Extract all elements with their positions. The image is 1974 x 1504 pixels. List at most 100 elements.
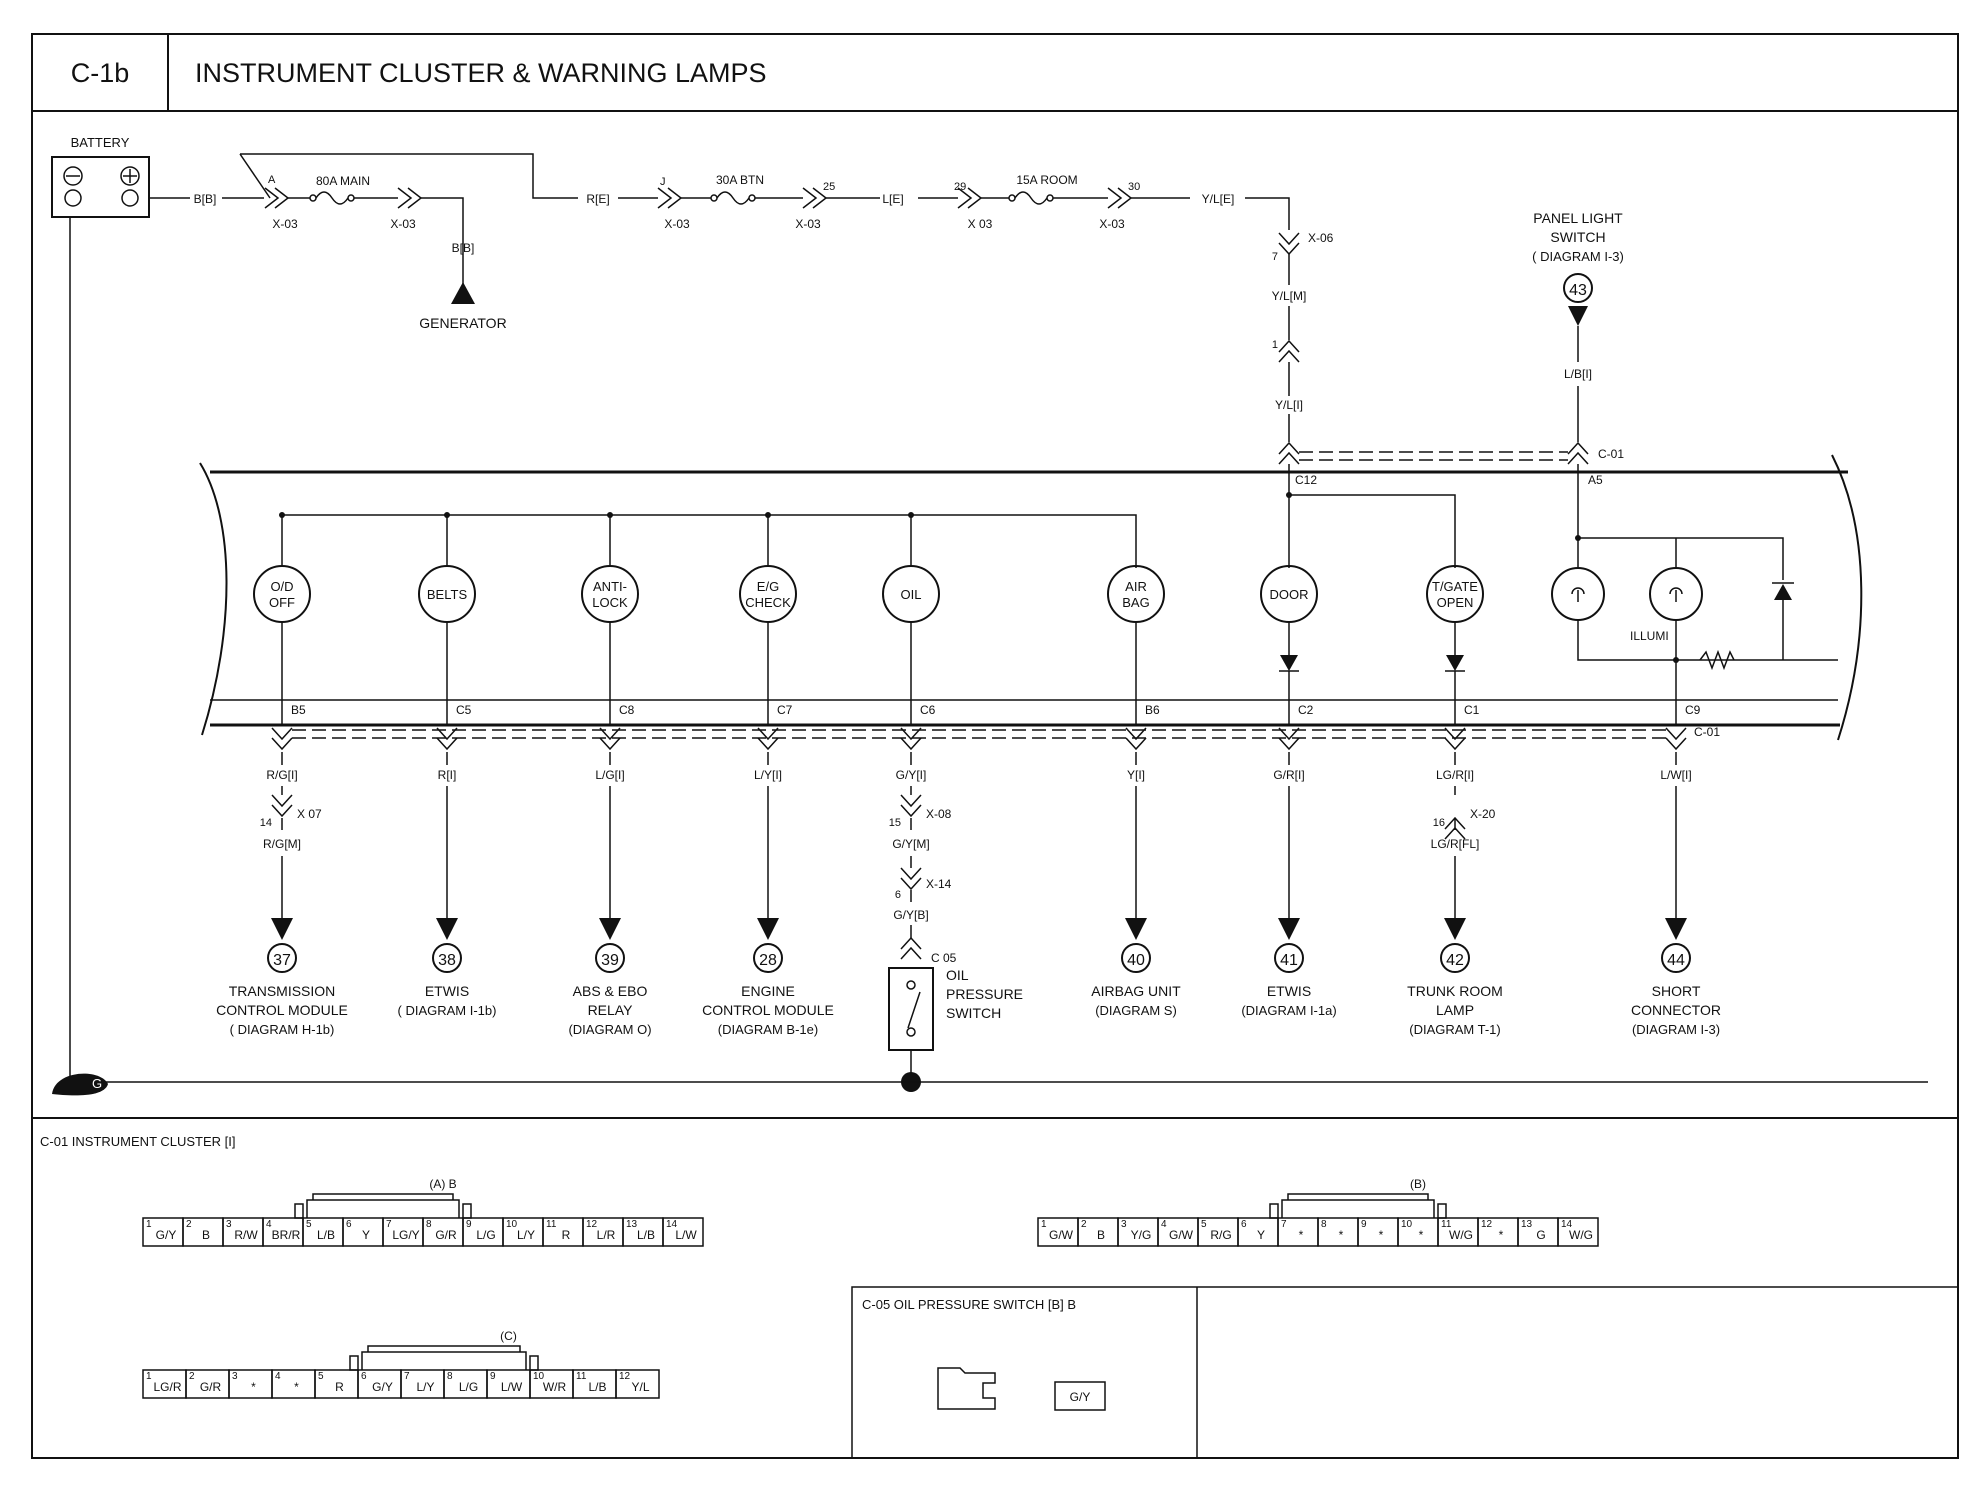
connector-pin-wire-l-w: L/W: [675, 1228, 697, 1242]
destination-ref-circle: [753, 943, 783, 973]
connector-pin-number: 7: [404, 1371, 410, 1382]
connector-pin-wire-g-r: G/R: [200, 1380, 222, 1394]
conn-x07-pin: 1: [1272, 339, 1278, 351]
connector-pin-number: 12: [586, 1219, 598, 1230]
destination-label-line: TRANSMISSION: [229, 983, 336, 999]
destination-ref-28: 28: [759, 952, 777, 969]
connector-pin-wire-l-w: L/W: [501, 1380, 523, 1394]
fuse-80a-label: 80A MAIN: [316, 174, 370, 188]
wire-color-label: LG/R[I]: [1436, 768, 1474, 782]
drop-wire-yli: Y/L[I]: [1275, 398, 1303, 412]
wire-color-label: R/G[M]: [263, 837, 301, 851]
destination-arrow: [1125, 918, 1147, 940]
destination-label-line: (DIAGRAM I-3): [1632, 1022, 1720, 1037]
connector-pin-wire-l-y: L/Y: [517, 1228, 535, 1242]
panel-light-label-2: SWITCH: [1550, 229, 1605, 245]
inline-connector-symbol: [900, 867, 922, 891]
inline-connector-pin: 6: [895, 889, 901, 901]
c01-connector-symbol: [1444, 727, 1466, 751]
destination-label-line: TRUNK ROOM: [1407, 983, 1503, 999]
connector-pin-wire-w-g: W/G: [1449, 1228, 1473, 1242]
pin-label-c5: C5: [456, 703, 472, 717]
connector-pin-wire-br-r: BR/R: [272, 1228, 301, 1242]
c01-connector-symbol: [436, 727, 458, 751]
connector-pin-number: 5: [318, 1371, 324, 1382]
destination-ref-circle: [1121, 943, 1151, 973]
connector-latch-left: [1269, 1203, 1279, 1219]
c05-connector-label: C 05: [931, 951, 957, 965]
destination-ref-37: 37: [273, 952, 291, 969]
lamp-label-line: BAG: [1122, 595, 1149, 610]
switch-contact-top: [906, 980, 916, 990]
inline-connector-label: X-20: [1470, 807, 1496, 821]
connector-pin-cell: [615, 1369, 660, 1399]
lamp-label-line: T/GATE: [1432, 579, 1478, 594]
wire-color-label: L/Y[I]: [754, 768, 782, 782]
main-bus-diagonal: [239, 153, 271, 199]
fuse-80a-main: [264, 187, 464, 290]
panel-light-pin: A5: [1588, 473, 1603, 487]
conn-x06-symbol: [1278, 232, 1300, 256]
connector-pin-wire-l-b: L/B: [637, 1228, 655, 1242]
connector-pin-number: 12: [619, 1371, 631, 1382]
connector-pin-number: 10: [1401, 1219, 1413, 1230]
lamp-label-line: DOOR: [1270, 587, 1309, 602]
c05-connector-symbol: [900, 936, 922, 960]
fuse-80a-conn-in: X-03: [272, 217, 298, 231]
connector-pin-number: 9: [466, 1219, 472, 1230]
destination-label-line: ( DIAGRAM H-1b): [230, 1022, 335, 1037]
wire-color-label: Y[I]: [1127, 768, 1145, 782]
connector-pin-number: 8: [1321, 1219, 1327, 1230]
destination-label-line: ETWIS: [1267, 983, 1311, 999]
connector-pin-wire-empty: *: [1419, 1228, 1424, 1242]
inline-connector-label: X-14: [926, 877, 952, 891]
inline-connector-label: X 07: [297, 807, 322, 821]
conn-c12-symbol: [1278, 441, 1300, 465]
connector-latch-left: [349, 1355, 359, 1371]
lamp-label-line: BELTS: [427, 587, 468, 602]
destination-label-line: SHORT: [1652, 983, 1701, 999]
destination-ref-circle: [595, 943, 625, 973]
fuse-15a-conn-out: X-03: [1099, 217, 1125, 231]
destination-ref-44: 44: [1667, 952, 1685, 969]
connector-pin-wire-empty: *: [294, 1380, 299, 1394]
warning-lamp-air-bag: [1107, 565, 1165, 623]
destination-arrow: [436, 918, 458, 940]
connector-pin-wire-g: G: [1536, 1228, 1545, 1242]
conn-x06-pin: 7: [1272, 251, 1278, 263]
connector-b: (B)1G/W2B3Y/G4G/W5R/G6Y7*8*9*10*11W/G12*…: [1037, 1177, 1599, 1247]
c01-connector-symbol: [900, 727, 922, 751]
page-frame: [31, 33, 1959, 1459]
oil-switch-connector-panel: [851, 1286, 1958, 1458]
panel-light-conn: C-01: [1598, 447, 1624, 461]
connector-pin-wire-r-w: R/W: [234, 1228, 258, 1242]
battery-symbol: [51, 156, 150, 218]
connector-pin-wire-l-b: L/B: [588, 1380, 606, 1394]
connector-pin-number: 5: [306, 1219, 312, 1230]
pin-label-c7: C7: [777, 703, 793, 717]
destination-label-line: ENGINE: [741, 983, 795, 999]
destination-label-line: (DIAGRAM S): [1095, 1003, 1177, 1018]
connector-pin-wire-b: B: [202, 1228, 210, 1242]
connector-pin-wire-l-b: L/B: [317, 1228, 335, 1242]
destination-label-line: ( DIAGRAM I-1b): [398, 1003, 497, 1018]
inline-connector-label: X-08: [926, 807, 952, 821]
lamp-label-line: OPEN: [1437, 595, 1474, 610]
generator-arrow: [451, 282, 475, 304]
wire-r-e-label: R[E]: [586, 192, 609, 206]
connector-pin-number: 13: [1521, 1219, 1533, 1230]
connector-latch-right: [462, 1203, 472, 1219]
connector-pin-number: 4: [266, 1219, 272, 1230]
pin-label-b5: B5: [291, 703, 306, 717]
pin-label-c1: C1: [1464, 703, 1480, 717]
connector-pin-number: 14: [666, 1219, 678, 1230]
connector-lock: [306, 1199, 460, 1218]
connector-pin-number: 7: [386, 1219, 392, 1230]
battery-wire-color: B[B]: [194, 192, 217, 206]
oil-connector-pin-box: [1054, 1381, 1106, 1411]
connector-section-title: C-01 INSTRUMENT CLUSTER [I]: [40, 1134, 236, 1149]
